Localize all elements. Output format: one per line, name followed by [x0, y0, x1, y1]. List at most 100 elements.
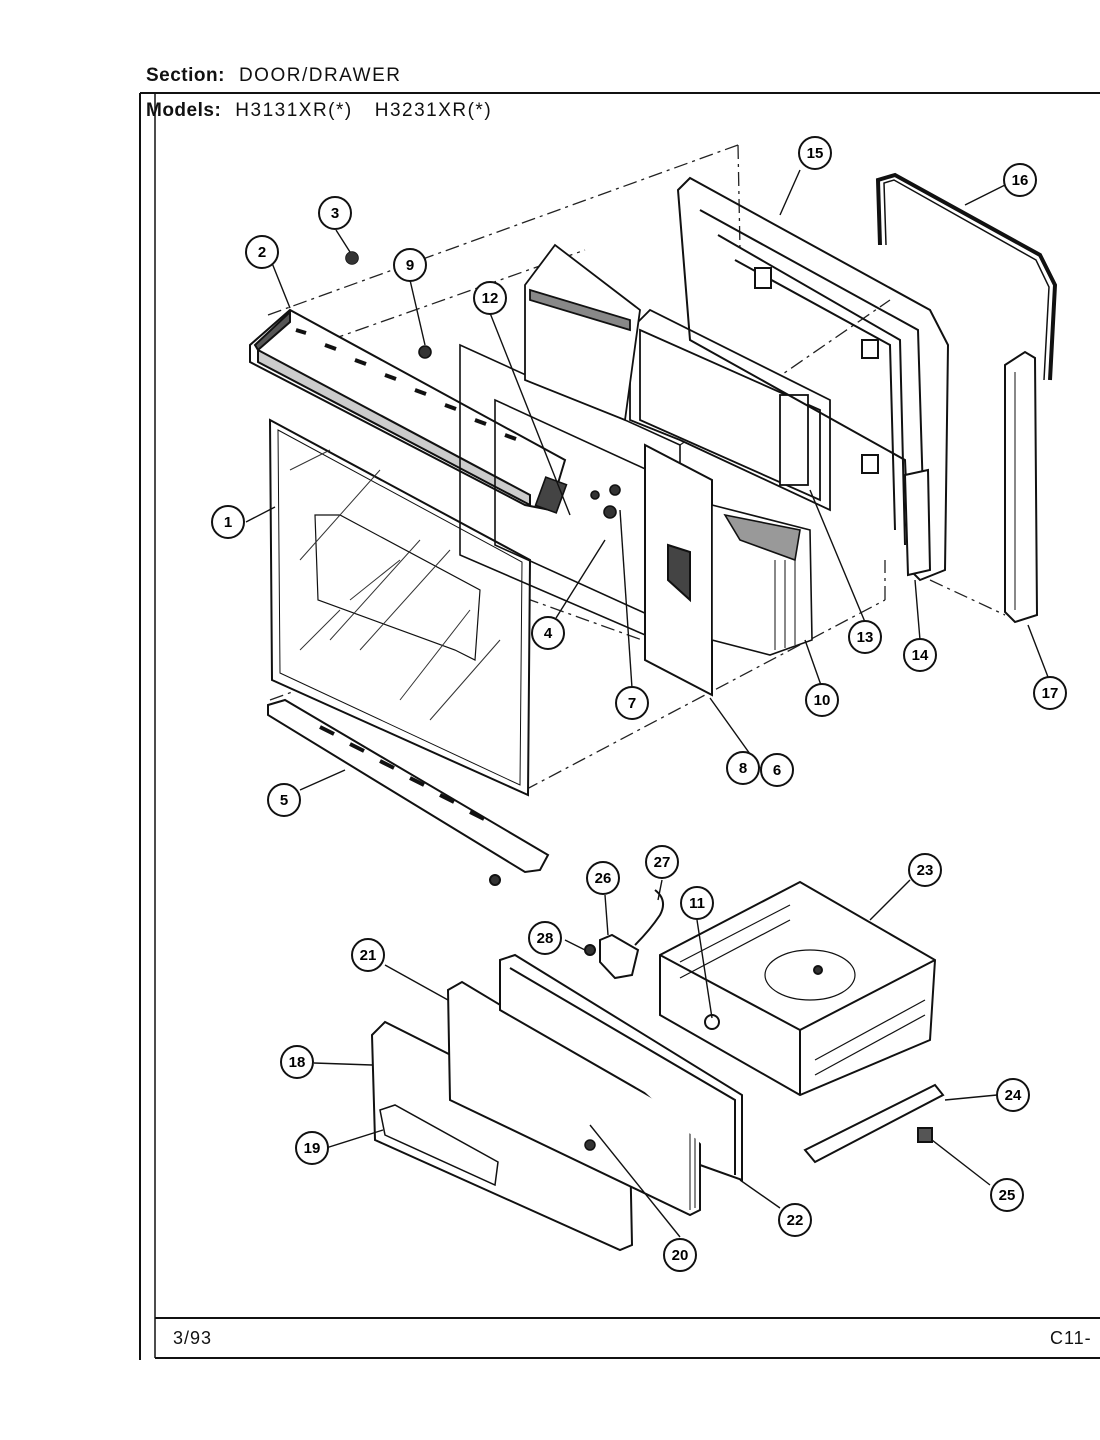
insulation-pack	[711, 503, 813, 656]
callout-number: 25	[999, 1187, 1016, 1204]
footer-page-code: C11-	[1050, 1328, 1092, 1348]
callout-number: 11	[689, 895, 705, 912]
section-heading: Section:DOOR/DRAWER	[146, 65, 401, 87]
door-gasket	[875, 172, 1058, 381]
inner-glass-pack	[524, 243, 831, 512]
models-heading: Models: H3131XR(*) H3231XR(*)	[146, 100, 492, 122]
callout-number: 16	[1012, 172, 1029, 189]
model-number-1: H3131XR(*)	[235, 100, 353, 121]
callout-17: 17	[1033, 676, 1067, 710]
callout-number: 14	[912, 647, 929, 664]
callout-circle	[996, 1078, 1030, 1112]
callout-circle	[393, 248, 427, 282]
callout-number: 9	[406, 257, 414, 274]
callout-number: 21	[360, 947, 377, 964]
callout-circle	[318, 196, 352, 230]
callout-27: 27	[645, 845, 679, 879]
callout-1: 1	[211, 505, 245, 539]
callout-7: 7	[615, 686, 649, 720]
callout-circle	[1003, 163, 1037, 197]
callout-number: 22	[787, 1212, 804, 1229]
footer-date: 3/93	[173, 1328, 213, 1348]
callout-number: 18	[289, 1054, 306, 1071]
callout-circle	[528, 921, 562, 955]
callout-number: 8	[739, 760, 747, 777]
callout-circle	[586, 861, 620, 895]
callout-22: 22	[778, 1203, 812, 1237]
callout-circle	[798, 136, 832, 170]
callout-circle	[990, 1178, 1024, 1212]
callout-number: 19	[304, 1140, 321, 1157]
callout-21: 21	[351, 938, 385, 972]
models-label: Models:	[146, 100, 222, 121]
drawer-body	[659, 880, 937, 1097]
callout-circle	[848, 620, 882, 654]
callout-12: 12	[473, 281, 507, 315]
drawer-wire	[634, 889, 665, 946]
callout-circle	[663, 1238, 697, 1272]
callout-19: 19	[295, 1131, 329, 1165]
callout-circle	[760, 753, 794, 787]
callout-circle	[615, 686, 649, 720]
callout-number: 27	[654, 854, 671, 871]
callout-20: 20	[663, 1238, 697, 1272]
callout-23: 23	[908, 853, 942, 887]
callout-number: 4	[544, 625, 553, 642]
callout-circle	[245, 235, 279, 269]
callout-11: 11	[680, 886, 714, 920]
callout-number: 15	[807, 145, 824, 162]
model-number-2: H3231XR(*)	[374, 100, 493, 121]
callout-28: 28	[528, 921, 562, 955]
callout-circle	[211, 505, 245, 539]
drawer-screw	[584, 1139, 596, 1151]
callout-circle	[903, 638, 937, 672]
callout-number: 2	[258, 244, 266, 261]
drawer-inner-panel	[499, 953, 743, 1182]
callout-10: 10	[805, 683, 839, 717]
callout-number: 20	[672, 1247, 689, 1264]
callout-24: 24	[996, 1078, 1030, 1112]
callout-2: 2	[245, 235, 279, 269]
callout-circle	[295, 1131, 329, 1165]
callout-circle	[778, 1203, 812, 1237]
callout-16: 16	[1003, 163, 1037, 197]
callout-5: 5	[267, 783, 301, 817]
callout-circle	[680, 886, 714, 920]
callout-number: 28	[537, 930, 554, 947]
callout-circle	[726, 751, 760, 785]
callout-18: 18	[280, 1045, 314, 1079]
callout-circle	[267, 783, 301, 817]
callout-number: 7	[628, 695, 636, 712]
callout-15: 15	[798, 136, 832, 170]
leader-lines	[245, 169, 1049, 1238]
callout-circle	[1033, 676, 1067, 710]
page-frame	[139, 92, 1100, 1360]
callout-8: 8	[726, 751, 760, 785]
callout-number: 23	[917, 862, 934, 879]
callout-6: 6	[760, 753, 794, 787]
drawer-stop-clip	[917, 1127, 933, 1143]
callout-circle	[645, 845, 679, 879]
callout-3: 3	[318, 196, 352, 230]
callout-number: 17	[1042, 685, 1059, 702]
callout-number: 12	[482, 290, 499, 307]
drawer-bracket	[584, 933, 640, 980]
hinge-channel	[903, 468, 932, 577]
callout-number: 1	[224, 514, 232, 531]
door-side-panel	[644, 443, 713, 697]
callout-circle	[473, 281, 507, 315]
callout-circle	[351, 938, 385, 972]
callout-number: 24	[1005, 1087, 1022, 1104]
callout-9: 9	[393, 248, 427, 282]
drawer-front-panel	[370, 1020, 634, 1252]
callout-13: 13	[848, 620, 882, 654]
callout-number: 3	[331, 205, 339, 222]
top-vent-trim	[249, 308, 567, 512]
side-trim	[1004, 350, 1039, 624]
callout-circle	[531, 616, 565, 650]
callout-number: 5	[280, 792, 288, 809]
callout-number: 26	[595, 870, 612, 887]
callout-circle	[908, 853, 942, 887]
callout-number: 10	[814, 692, 831, 709]
